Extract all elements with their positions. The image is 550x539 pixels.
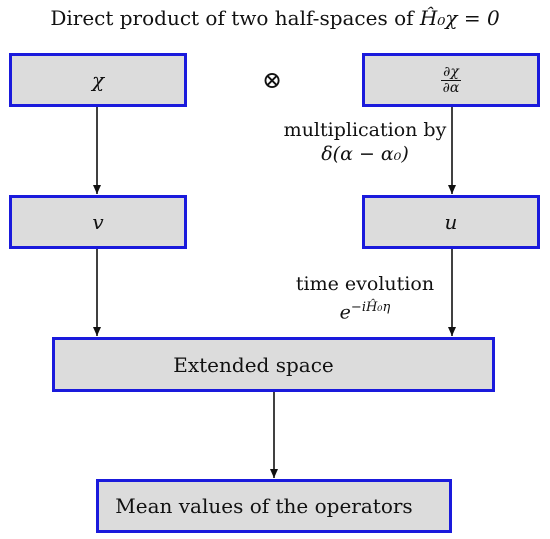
multiplication-text: multiplication by (283, 119, 447, 141)
extended-space-label: Extended space (173, 352, 334, 377)
evolution-operator: e−iĤ₀η (270, 296, 460, 324)
extended-space-box: Extended space (52, 337, 495, 392)
u-box: u (362, 195, 540, 249)
title-prefix: Direct product of two half-spaces of (50, 6, 420, 30)
delta-function: δ(α − α₀) (321, 143, 409, 165)
tensor-product-symbol: ⊗ (261, 66, 283, 94)
time-evolution-label: time evolution e−iĤ₀η (270, 272, 460, 324)
title-equation: Ĥ₀χ = 0 (419, 6, 500, 30)
u-box-label: u (444, 210, 458, 234)
time-evolution-text: time evolution (295, 273, 435, 295)
mean-values-box: Mean values of the operators (96, 479, 452, 533)
v-box-label: v (92, 210, 104, 234)
dchi-dalpha-box: ∂χ ∂α (362, 53, 540, 107)
fraction-denominator: ∂α (442, 79, 460, 96)
exp-base: e (339, 301, 351, 324)
dchi-dalpha-fraction: ∂χ ∂α (441, 63, 462, 96)
chi-box-label: χ (91, 68, 105, 92)
diagram-title: Direct product of two half-spaces of Ĥ₀χ… (0, 6, 550, 30)
fraction-numerator: ∂χ (441, 63, 461, 81)
chi-box: χ (9, 53, 187, 107)
exp-power: −iĤ₀η (350, 300, 391, 315)
v-box: v (9, 195, 187, 249)
mean-values-label: Mean values of the operators (115, 494, 413, 518)
multiplication-label: multiplication by δ(α − α₀) (270, 118, 460, 166)
